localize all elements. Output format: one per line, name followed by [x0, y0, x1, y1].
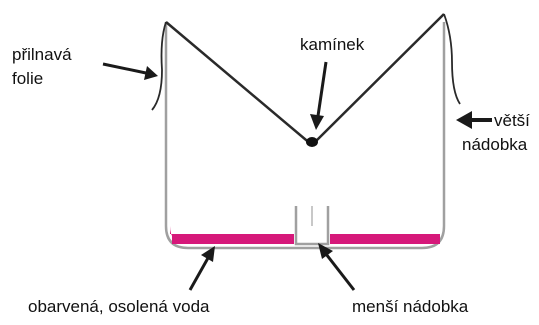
label-larger-container-line2: nádobka [462, 135, 528, 154]
arrow-icon [456, 111, 492, 129]
colored-water-right [330, 234, 440, 244]
smaller-container [294, 206, 330, 246]
label-larger-container-line1: větší [494, 111, 530, 130]
cling-film-left-flap [151, 21, 167, 111]
colored-water-left [172, 234, 294, 244]
arrow-icon [318, 243, 356, 291]
label-cling-film-line1: přilnavá [12, 45, 72, 64]
larger-container [164, 22, 446, 250]
label-cling-film-line2: folie [12, 69, 44, 88]
cling-film-right-flap [443, 13, 461, 105]
label-colored-salt-water: obarvená, osolená voda [28, 297, 210, 316]
arrow-icon [188, 246, 215, 291]
label-pebble: kamínek [300, 35, 365, 54]
arrow-icon [102, 62, 158, 80]
pebble-icon [306, 137, 318, 147]
label-smaller-container: menší nádobka [352, 297, 469, 316]
arrow-icon [310, 61, 328, 130]
